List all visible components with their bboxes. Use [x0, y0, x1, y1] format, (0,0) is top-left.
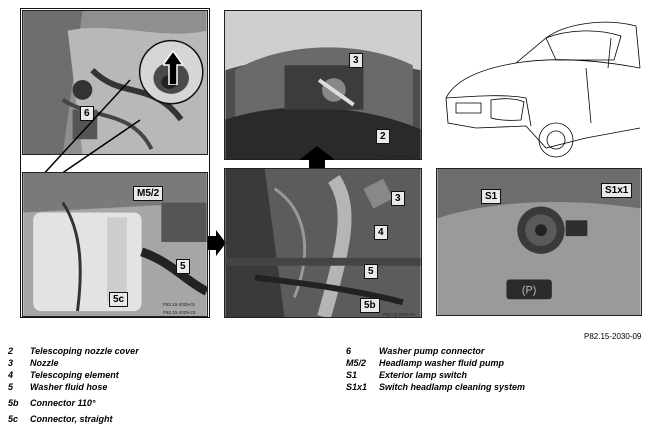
callout-2: 2 — [376, 129, 390, 144]
photo-code-alt: P82.15-2029-23 — [163, 310, 196, 315]
hoses-photo — [225, 169, 421, 317]
photo-panel-hoses: 3 4 5 5b P82.15-2027-01 — [224, 168, 422, 318]
callout-S1x1: S1x1 — [601, 183, 633, 198]
figure-reference: P82.15-2030-09 — [584, 332, 642, 341]
photo-code: P82.15-2028-01 — [381, 154, 414, 159]
legend-row: 2 Telescoping nozzle cover — [8, 345, 139, 357]
lamp-switch-photo: (P) — [437, 169, 641, 315]
photo-code: P82.15-2029-01 — [163, 302, 196, 307]
legend-left: 2 Telescoping nozzle cover 3 Nozzle 4 Teles… — [8, 345, 139, 425]
legend-num: M5/2 — [346, 358, 367, 368]
legend-num: 4 — [8, 370, 14, 380]
photo-panel-washer-pump: M5/2 5 5c P82.15-2029-01 P82.15-2029-23 — [22, 172, 208, 317]
legend-num: 2 — [8, 346, 14, 356]
callout-3-hoses: 3 — [391, 191, 405, 206]
legend-text: Washer fluid hose — [30, 382, 108, 392]
legend-right: 6 Washer pump connector M5/2 Headlamp wash… — [346, 345, 525, 393]
callout-4: 4 — [374, 225, 388, 240]
legend-num: 5b — [8, 398, 19, 408]
photo-panel-nozzle: 3 2 P82.15-2028-01 — [224, 10, 422, 160]
up-arrow-icon — [299, 146, 335, 168]
legend-num: S1 — [346, 370, 358, 380]
legend-num: S1x1 — [346, 382, 368, 392]
callout-5c: 5c — [109, 292, 129, 307]
legend-text: Connector, straight — [30, 414, 113, 424]
callout-6: 6 — [80, 106, 94, 121]
legend-row: M5/2 Headlamp washer fluid pump — [346, 357, 525, 369]
legend-row: 4 Telescoping element — [8, 369, 139, 381]
figure-frame — [20, 8, 210, 318]
legend-num: 3 — [8, 358, 14, 368]
svg-text:(P): (P) — [522, 284, 536, 296]
legend-row: 5c Connector, straight — [8, 413, 139, 425]
photo-panel-lamp-switch: (P) S1 S1x1 — [436, 168, 642, 316]
callout-5: 5 — [176, 259, 190, 274]
legend-text: Switch headlamp cleaning system — [379, 382, 526, 392]
legend-text: Connector 110° — [30, 398, 96, 408]
legend-text: Telescoping element — [30, 370, 119, 380]
legend-row: 5b Connector 110° — [8, 397, 139, 409]
legend-row: 5 Washer fluid hose — [8, 381, 139, 393]
washer-pump-photo — [23, 173, 207, 316]
photo-panel-pump-connector: 6 — [22, 10, 208, 155]
legend-text: Telescoping nozzle cover — [30, 346, 139, 356]
legend-text: Nozzle — [30, 358, 59, 368]
legend-row: S1 Exterior lamp switch — [346, 369, 525, 381]
legend-num: 5 — [8, 382, 14, 392]
legend-row: 6 Washer pump connector — [346, 345, 525, 357]
nozzle-photo — [225, 11, 421, 159]
callout-5-hoses: 5 — [364, 264, 378, 279]
right-arrow-icon — [208, 230, 226, 256]
photo-code: P82.15-2027-01 — [383, 312, 416, 317]
legend-text: Headlamp washer fluid pump — [379, 358, 505, 368]
callout-M5-2: M5/2 — [133, 186, 164, 201]
callout-5b: 5b — [360, 298, 380, 313]
legend-num: 6 — [346, 346, 352, 356]
callout-S1: S1 — [481, 189, 502, 204]
legend-row: 3 Nozzle — [8, 357, 139, 369]
legend-text: Washer pump connector — [379, 346, 485, 356]
up-arrow-icon — [163, 51, 183, 85]
callout-3-nozzle: 3 — [349, 53, 363, 68]
legend-text: Exterior lamp switch — [379, 370, 468, 380]
vehicle-illustration — [436, 8, 642, 163]
legend-row: S1x1 Switch headlamp cleaning system — [346, 381, 525, 393]
legend-num: 5c — [8, 414, 19, 424]
